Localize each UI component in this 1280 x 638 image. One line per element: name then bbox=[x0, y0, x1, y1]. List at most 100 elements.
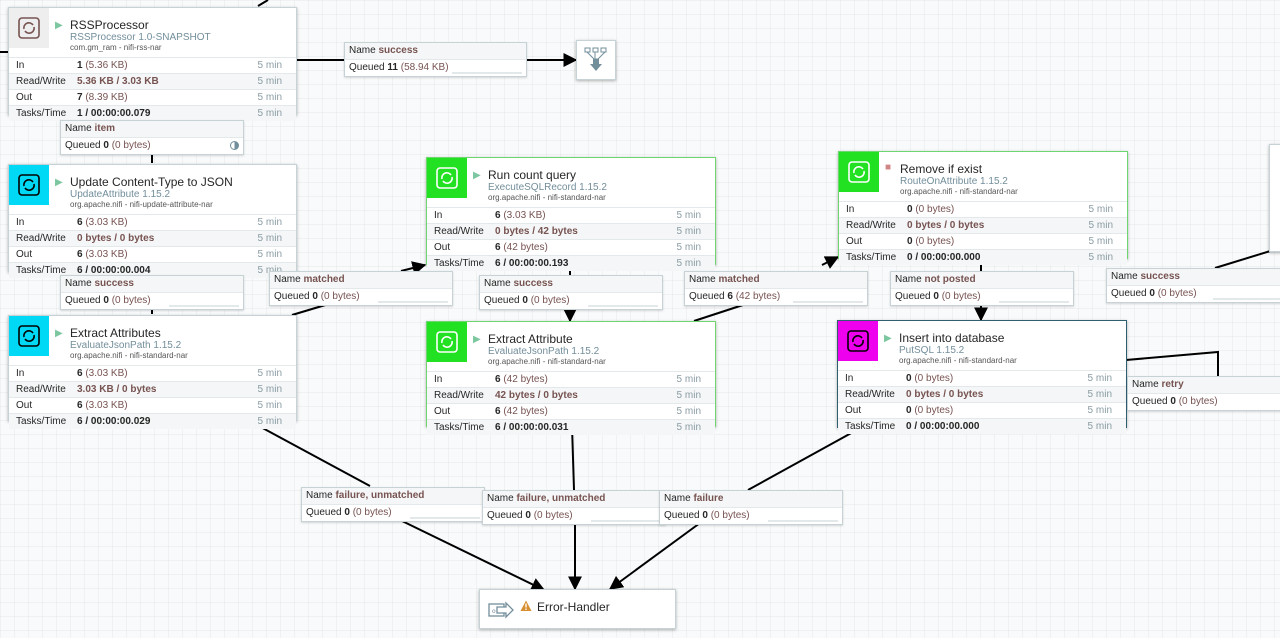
stat-label: Tasks/Time bbox=[16, 416, 67, 427]
processor-name: Run count query bbox=[488, 168, 577, 182]
processor-icon-box bbox=[9, 8, 49, 48]
conn-name: matched bbox=[718, 274, 760, 285]
stat-value: 6 (3.03 KB) bbox=[77, 368, 128, 379]
connection-update-success[interactable]: Name success Queued 0 (0 bytes) bbox=[60, 275, 244, 310]
connection-line bbox=[399, 519, 546, 591]
processor-rssprocessor[interactable]: ▶ RSSProcessor RSSProcessor 1.0-SNAPSHOT… bbox=[8, 7, 297, 121]
processor-update-content-type[interactable]: ▶ Update Content-Type to JSON UpdateAttr… bbox=[8, 164, 297, 278]
conn-queued-count: 0 bbox=[702, 510, 708, 521]
stat-value: 0 bytes / 0 bytes bbox=[77, 233, 155, 244]
stat-window: 5 min bbox=[1088, 252, 1113, 263]
connection-failure-unmatched-2[interactable]: Name failure, unmatched Queued 0 (0 byte… bbox=[482, 490, 666, 525]
processor-run-count-query[interactable]: ▶ Run count query ExecuteSQLRecord 1.15.… bbox=[426, 157, 716, 271]
connection-line bbox=[747, 425, 865, 491]
connection-rss-success[interactable]: Name success Queued 11 (58.94 KB) bbox=[344, 42, 527, 77]
stat-value: 6 (3.03 KB) bbox=[77, 400, 128, 411]
stat-label: In bbox=[434, 210, 443, 221]
stat-window: 5 min bbox=[257, 108, 282, 119]
processor-remove-if-exist[interactable]: ■ Remove if exist RouteOnAttribute 1.15.… bbox=[838, 151, 1128, 265]
stat-window: 5 min bbox=[1087, 389, 1112, 400]
connection-not-posted[interactable]: Name not posted Queued 0 (0 bytes) bbox=[890, 271, 1074, 306]
output-port-icon: o bbox=[488, 601, 514, 619]
svg-text:o: o bbox=[492, 608, 496, 615]
connection-count-success[interactable]: Name success Queued 0 (0 bytes) bbox=[479, 275, 663, 310]
connection-line bbox=[243, 417, 371, 487]
queue-progress-bar bbox=[1213, 298, 1280, 300]
refresh-icon bbox=[18, 325, 40, 347]
stat-label: In bbox=[845, 373, 854, 384]
funnel[interactable] bbox=[576, 40, 616, 80]
stat-value: 0 bytes / 42 bytes bbox=[495, 226, 578, 237]
stat-window: 5 min bbox=[676, 210, 701, 221]
stat-value: 6 (3.03 KB) bbox=[77, 249, 128, 260]
stat-value: 0 (0 bytes) bbox=[907, 204, 955, 215]
stat-value: 6 / 00:00:00.029 bbox=[77, 416, 151, 427]
connection-matched-right[interactable]: Name matched Queued 6 (42 bytes) bbox=[684, 271, 868, 306]
stat-value: 6 (3.03 KB) bbox=[77, 217, 128, 228]
processor-extract-attributes[interactable]: ▶ Extract Attributes EvaluateJsonPath 1.… bbox=[8, 315, 297, 429]
run-status-icon: ▶ bbox=[884, 333, 892, 344]
refresh-icon bbox=[18, 17, 40, 39]
conn-name-label: Name bbox=[487, 493, 514, 504]
connection-retry[interactable]: Name retry Queued 0 (0 bytes) bbox=[1127, 376, 1280, 411]
stat-window: 5 min bbox=[257, 384, 282, 395]
stat-label: Out bbox=[434, 242, 451, 253]
run-status-icon: ▶ bbox=[55, 177, 63, 188]
run-status-icon: ▶ bbox=[473, 334, 481, 345]
run-status-icon: ▶ bbox=[55, 328, 63, 339]
processor-bundle: org.apache.nifi - nifi-standard-nar bbox=[70, 351, 188, 360]
stat-window: 5 min bbox=[257, 76, 282, 87]
connection-line bbox=[1125, 350, 1219, 376]
stat-label: In bbox=[16, 368, 25, 379]
stat-value: 1 / 00:00:00.079 bbox=[77, 108, 151, 119]
conn-name: success bbox=[94, 278, 134, 289]
queue-progress-bar bbox=[169, 305, 239, 307]
conn-queued-size: (58.94 KB) bbox=[400, 62, 449, 73]
stat-value: 5.36 KB / 3.03 KB bbox=[77, 76, 159, 87]
connection-matched-left[interactable]: Name matched Queued 0 (0 bytes) bbox=[269, 271, 453, 306]
processor-offscreen[interactable] bbox=[1269, 144, 1280, 252]
queue-progress-bar bbox=[591, 520, 661, 522]
stat-value: 0 / 00:00:00.000 bbox=[907, 252, 981, 263]
refresh-icon bbox=[18, 174, 40, 196]
processor-name: Remove if exist bbox=[900, 162, 983, 176]
conn-name: matched bbox=[303, 274, 345, 285]
conn-name-label: Name bbox=[306, 490, 333, 501]
conn-queued-label: Queued bbox=[487, 510, 523, 521]
connection-failure-unmatched-1[interactable]: Name failure, unmatched Queued 0 (0 byte… bbox=[301, 487, 485, 522]
conn-name-label: Name bbox=[895, 274, 922, 285]
processor-icon-box bbox=[427, 158, 467, 198]
refresh-icon bbox=[436, 331, 458, 353]
processor-name: Extract Attribute bbox=[488, 332, 573, 346]
refresh-icon bbox=[847, 330, 869, 352]
conn-name-label: Name bbox=[1111, 271, 1138, 282]
processor-extract-attribute[interactable]: ▶ Extract Attribute EvaluateJsonPath 1.1… bbox=[426, 321, 716, 435]
output-port-error-handler[interactable]: o Error-Handler bbox=[479, 589, 676, 629]
stat-label: In bbox=[846, 204, 855, 215]
conn-queued-count: 0 bbox=[933, 291, 939, 302]
conn-queued-size: (0 bytes) bbox=[941, 291, 981, 302]
connection-failure[interactable]: Name failure Queued 0 (0 bytes) bbox=[659, 490, 843, 525]
stat-label: In bbox=[16, 217, 25, 228]
processor-icon-box bbox=[9, 316, 49, 356]
stat-label: Out bbox=[434, 406, 451, 417]
stat-window: 5 min bbox=[676, 374, 701, 385]
processor-type: UpdateAttribute 1.15.2 bbox=[70, 189, 171, 200]
stat-label: Tasks/Time bbox=[16, 265, 67, 276]
stat-value: 42 bytes / 0 bytes bbox=[495, 390, 578, 401]
conn-queued-count: 11 bbox=[387, 62, 398, 73]
queue-progress-bar bbox=[768, 520, 838, 522]
stat-window: 5 min bbox=[257, 217, 282, 228]
stat-label: Tasks/Time bbox=[845, 421, 896, 432]
processor-insert-into-database[interactable]: ▶ Insert into database PutSQL 1.15.2 org… bbox=[837, 320, 1127, 434]
stat-label: Read/Write bbox=[16, 384, 66, 395]
connection-line bbox=[693, 303, 747, 322]
warning-icon bbox=[520, 600, 532, 611]
conn-name-label: Name bbox=[274, 274, 301, 285]
connection-remove-success[interactable]: Name success Queued 0 (0 bytes) bbox=[1106, 268, 1280, 303]
connection-rss-item[interactable]: Name item Queued 0 (0 bytes) bbox=[60, 120, 244, 155]
stat-label: In bbox=[16, 60, 25, 71]
conn-queued-count: 0 bbox=[344, 507, 350, 518]
conn-queued-size: (0 bytes) bbox=[1178, 396, 1218, 407]
